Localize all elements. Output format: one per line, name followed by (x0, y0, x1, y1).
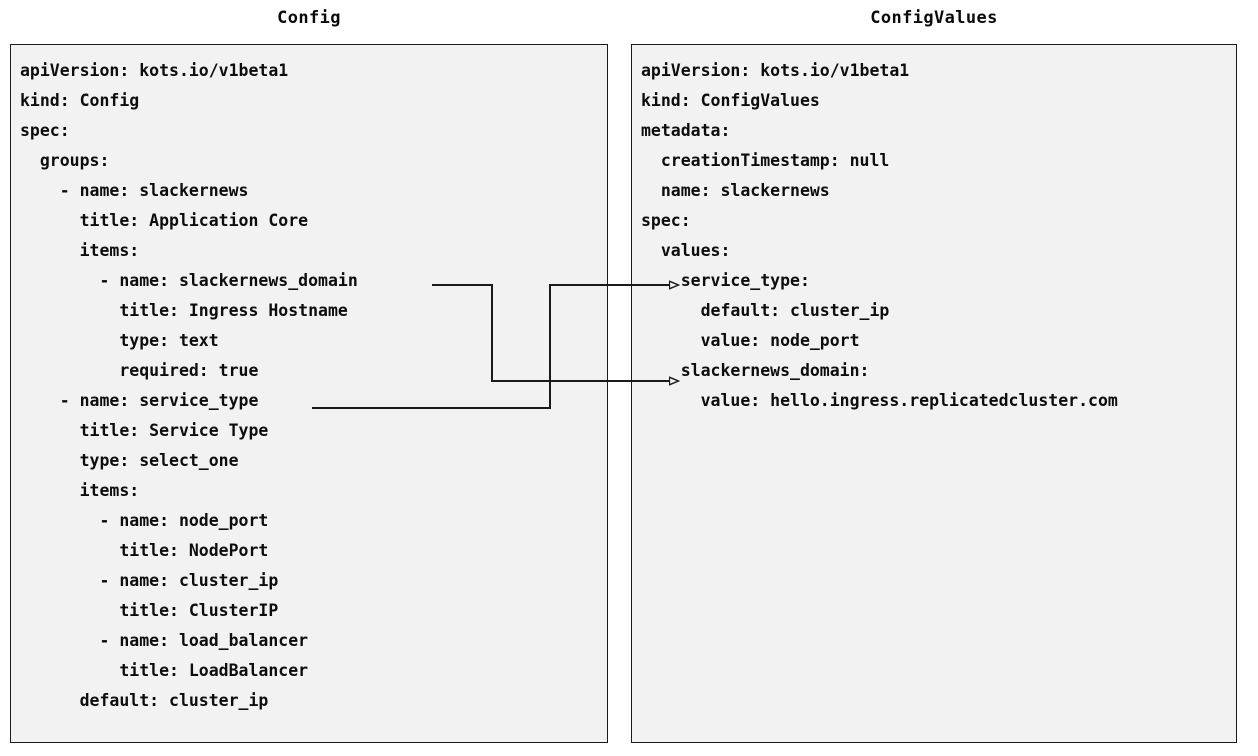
configvalues-yaml-line-6: values: (641, 241, 731, 260)
configvalues-yaml-line-7: service_type: (641, 271, 810, 290)
configvalues-panel-title: ConfigValues (870, 8, 998, 28)
config-yaml-line-18: title: ClusterIP (20, 601, 279, 620)
config-yaml-line-15: - name: node_port (20, 511, 269, 530)
configvalues-yaml-line-9: value: node_port (641, 331, 860, 350)
configvalues-yaml-line-2: metadata: (641, 121, 731, 140)
config-yaml-line-17: - name: cluster_ip (20, 571, 279, 590)
config-yaml-line-20: title: LoadBalancer (20, 661, 309, 680)
configvalues-yaml-block: apiVersion: kots.io/v1beta1 kind: ConfigV… (641, 56, 1232, 416)
config-panel: apiVersion: kots.io/v1beta1 kind: Config s… (10, 44, 608, 743)
configvalues-yaml-line-4: name: slackernews (641, 181, 830, 200)
config-yaml-line-13: type: select_one (20, 451, 239, 470)
configvalues-yaml-line-0: apiVersion: kots.io/v1beta1 (641, 61, 910, 80)
config-yaml-line-0: apiVersion: kots.io/v1beta1 (20, 61, 289, 80)
config-yaml-line-19: - name: load_balancer (20, 631, 309, 650)
config-yaml-line-9: type: text (20, 331, 219, 350)
config-yaml-line-4: - name: slackernews (20, 181, 249, 200)
config-panel-title: Config (277, 8, 341, 28)
configvalues-yaml-line-5: spec: (641, 211, 691, 230)
config-yaml-line-3: groups: (20, 151, 110, 170)
config-yaml-line-21: default: cluster_ip (20, 691, 269, 710)
config-yaml-line-12: title: Service Type (20, 421, 269, 440)
config-yaml-line-16: title: NodePort (20, 541, 269, 560)
config-yaml-line-14: items: (20, 481, 140, 500)
config-yaml-line-6: items: (20, 241, 140, 260)
config-yaml-block: apiVersion: kots.io/v1beta1 kind: Config s… (20, 56, 603, 716)
config-yaml-line-8: title: Ingress Hostname (20, 301, 348, 320)
configvalues-yaml-line-3: creationTimestamp: null (641, 151, 890, 170)
config-yaml-line-10: required: true (20, 361, 259, 380)
configvalues-panel: apiVersion: kots.io/v1beta1 kind: ConfigV… (631, 44, 1237, 743)
configvalues-yaml-line-10: slackernews_domain: (641, 361, 870, 380)
config-yaml-line-1: kind: Config (20, 91, 140, 110)
configvalues-yaml-line-11: value: hello.ingress.replicatedcluster.c… (641, 391, 1118, 410)
config-yaml-line-5: title: Application Core (20, 211, 309, 230)
config-yaml-line-7: - name: slackernews_domain (20, 271, 358, 290)
config-yaml-line-2: spec: (20, 121, 70, 140)
configvalues-yaml-line-1: kind: ConfigValues (641, 91, 820, 110)
configvalues-yaml-line-8: default: cluster_ip (641, 301, 890, 320)
config-yaml-line-11: - name: service_type (20, 391, 259, 410)
